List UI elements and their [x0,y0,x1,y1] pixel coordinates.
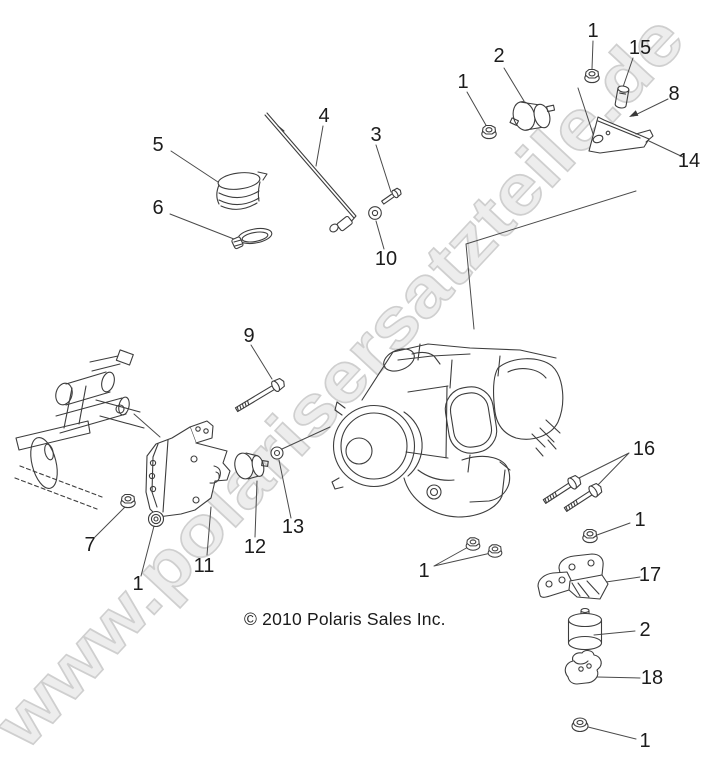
part-13-washer [270,446,284,460]
callout-label: 18 [640,667,664,689]
part-1-nut-bottom [571,717,589,733]
part-1-nut [465,537,481,551]
part-1-nut [584,68,600,84]
callout-label: 15 [628,37,652,59]
part-1-nut [481,124,497,140]
callout-label: 12 [243,536,267,558]
callout-label: 14 [677,150,701,172]
callout-label: 1 [418,560,430,582]
callout-label: 1 [132,573,144,595]
callout-label: 2 [639,619,651,641]
callout-label: 6 [152,197,164,219]
part-10-washer [368,206,382,220]
part-1-nut [582,528,598,544]
callout-label: 16 [632,438,656,460]
callout-label: 3 [370,124,382,146]
callout-label: 11 [193,555,215,577]
callout-label: 1 [639,730,651,752]
callout-label: 8 [668,83,680,105]
callout-label: 7 [84,534,96,556]
part-5-boot [216,171,268,210]
part-12-mount [234,452,269,480]
part-3-bolt [381,187,402,205]
part-15-bolt [614,85,630,109]
part-18-bracket [564,650,602,685]
engine-illustration [331,343,564,518]
part-4-rod [264,112,357,233]
part-1-nut-top-view [147,510,165,528]
callout-label: 4 [318,105,330,127]
part-2-mount [509,101,556,131]
transmission-illustration [14,349,145,510]
callout-label: 1 [634,509,646,531]
callout-label: 13 [281,516,305,538]
part-11-bracket [145,420,231,518]
part-14-bracket [588,116,654,154]
part-1-nut [487,544,503,558]
callout-label: 17 [638,564,662,586]
callout-label: 5 [152,134,164,156]
copyright-text: © 2010 Polaris Sales Inc. [244,609,446,629]
part-16-bolt [561,480,605,516]
leader-lines [94,40,684,740]
callout-label: 2 [493,45,505,67]
callout-label: 1 [587,20,599,42]
part-6-clamp [231,227,273,250]
part-9-bolt [234,377,285,413]
callout-label: 9 [243,325,255,347]
part-17-bracket [537,553,609,600]
part-2-mount-lower [567,607,603,651]
callout-label: 1 [457,71,469,93]
part-7-nut [120,493,136,509]
callout-label: 10 [374,248,398,270]
